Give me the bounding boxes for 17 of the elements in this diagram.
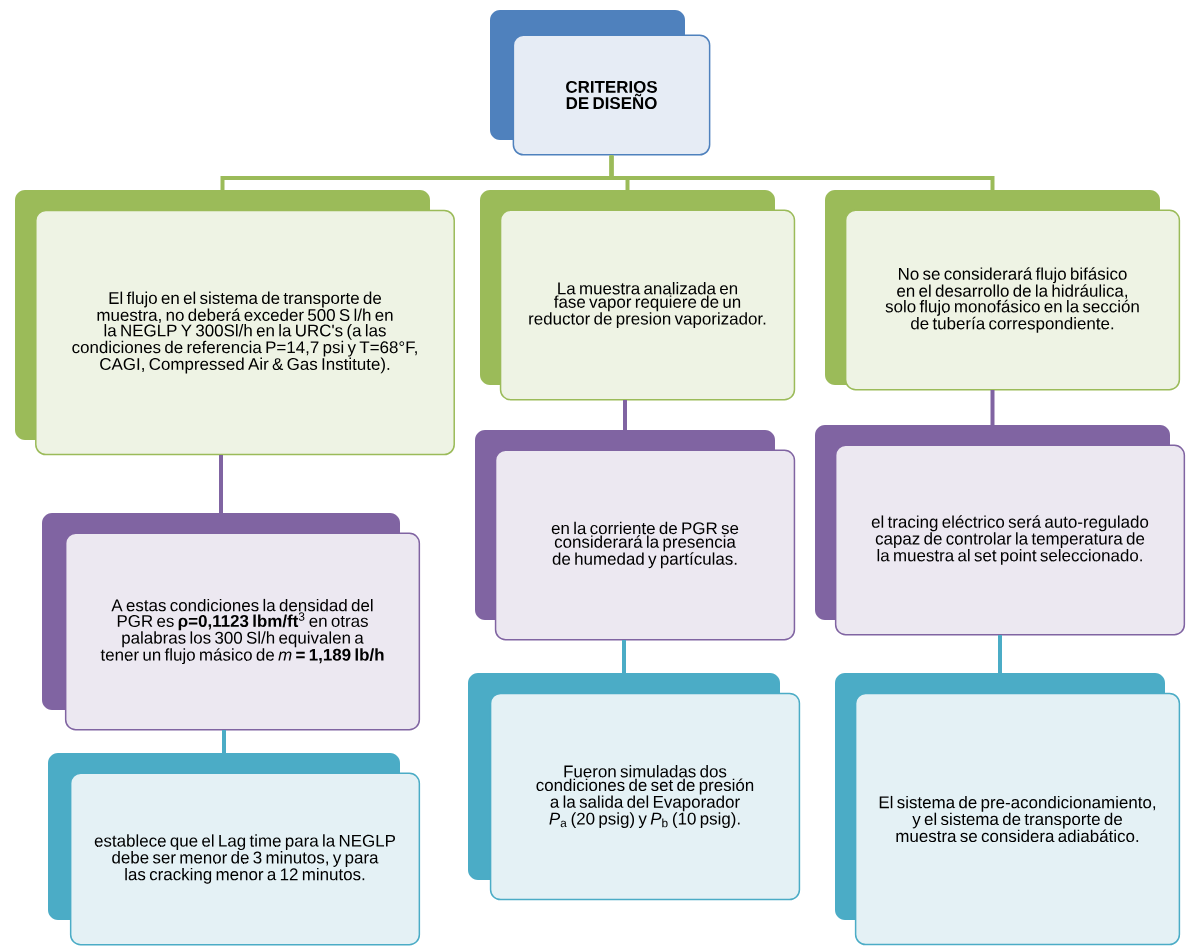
process-box: Fueron simuladas dos condiciones de set de presión a la salida del Evaporador P$_{a}$ (20 psig) y P$_{b}$ (10 psig). [468, 673, 801, 901]
connector-line [990, 390, 995, 425]
process-box: El flujo en el sistema de transporte de muestra, no deberá exceder 500 S l/h en la NEGLP Y 300Sl/h en la URC's (a las condiciones de referencia P=14,7 psi y T=68°F, CAGI, Compressed Air & Gas Institute). [15, 190, 455, 456]
process-box: el tracing eléctrico será auto-regulado capaz de controlar la temperatura de la muestra al set point seleccionado. [815, 425, 1186, 636]
process-box: en la corriente de PGR se considerará la presencia de humedad y partículas. [475, 430, 796, 641]
process-box: A estas condiciones la densidad del PGR es ρ=0,1123 lbm/ft$^{3}$ en otras palabras los 300 Sl/h equivalen a tener un flujo másico de m = 1,189 lb/h [42, 513, 421, 731]
connector-line [222, 730, 226, 753]
process-box: El sistema de pre-acondicionamiento, y el sistema de transporte de muestra se considera adiabático. [835, 673, 1181, 946]
connector-line [623, 400, 627, 430]
connector-line [219, 455, 223, 513]
process-box: No se considerará flujo bifásico en el desarrollo de la hidráulica, solo flujo monofásico en la sección de tubería correspondiente. [825, 190, 1181, 391]
process-box: establece que el Lag time para la NEGLP debe ser menor de 3 minutos, y para las cracking menor a 12 minutos. [48, 753, 421, 946]
connector-line [998, 635, 1002, 673]
process-box: La muestra analizada en fase vapor requiere de un reductor de presion vaporizador. [480, 190, 796, 401]
process-box: CRITERIOS DE DISEÑO [490, 10, 711, 156]
connector-line [609, 155, 995, 190]
connector-line [622, 640, 626, 673]
